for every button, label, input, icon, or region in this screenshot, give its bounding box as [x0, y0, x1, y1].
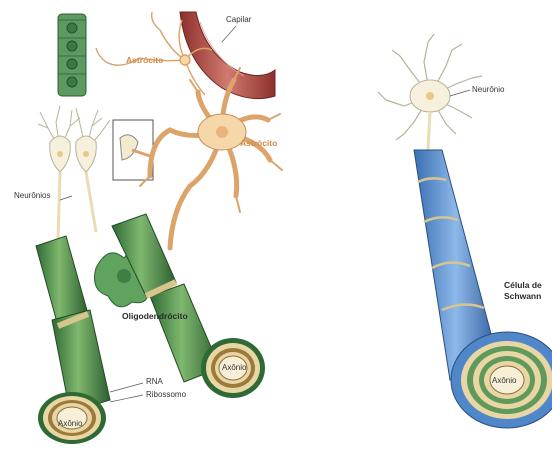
label-schwann-line1: Célula de: [504, 281, 542, 290]
label-neuron: Neurônio: [472, 86, 504, 94]
label-axon-right: Axônio: [492, 377, 516, 385]
leader-neuron: [450, 90, 470, 96]
cross-section-lower: [38, 392, 106, 444]
right-figure: [378, 34, 552, 428]
label-oligodendrocyte: Oligodendrócito: [122, 312, 188, 321]
neurons-pair: [38, 106, 110, 240]
label-capillary: Capilar: [226, 16, 251, 24]
label-rna: RNA: [146, 378, 163, 386]
label-neurons: Neurônios: [14, 192, 50, 200]
label-astrocyte-right: Astrócito: [240, 139, 277, 148]
green-capillary-column: [58, 14, 86, 96]
label-axon-lower: Axônio: [58, 420, 82, 428]
label-ribosome: Ribossomo: [146, 391, 186, 399]
label-axon-upper: Axônio: [222, 364, 246, 372]
label-astrocyte-top: Astrócito: [126, 56, 163, 65]
neuron-nucleus: [426, 92, 434, 100]
synapse-inset: [113, 120, 153, 180]
label-schwann-line2: Schwann: [504, 292, 541, 301]
axon-initial: [428, 112, 430, 150]
